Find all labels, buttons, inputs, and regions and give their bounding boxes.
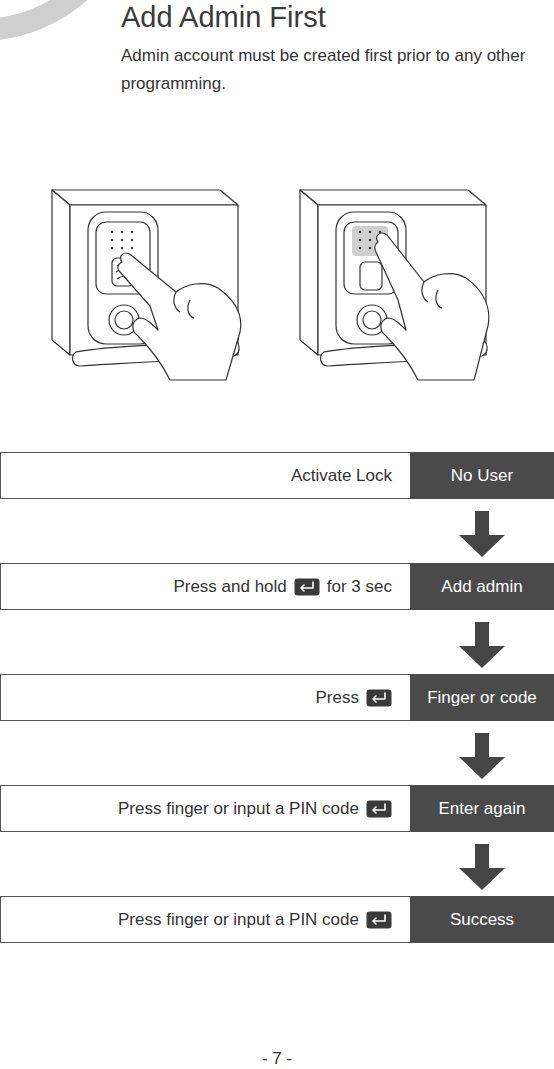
- instruction-text: Press finger or input a PIN code: [118, 799, 359, 819]
- hand-knuckles: [174, 292, 194, 318]
- intro-text: Admin account must be created first prio…: [121, 42, 541, 98]
- hand: [118, 253, 241, 380]
- status-box: Finger or code: [410, 674, 554, 721]
- keypad: [111, 231, 133, 249]
- status-box: Add admin: [410, 563, 554, 610]
- step-instruction: Activate Lock: [1, 453, 392, 498]
- step-instruction: Press and hold for 3 sec: [1, 564, 392, 609]
- hand-knuckles: [422, 282, 442, 308]
- instruction-text: Activate Lock: [291, 466, 392, 486]
- status-text: Add admin: [441, 577, 522, 597]
- lock-illustration: [300, 190, 489, 380]
- step-band: Activate Lock No User: [0, 452, 554, 499]
- hand: [375, 233, 489, 380]
- key-cylinder-inner: [363, 311, 381, 329]
- instruction-text: Press finger or input a PIN code: [118, 910, 359, 930]
- status-box: Success: [410, 896, 554, 943]
- key-cylinder-inner: [115, 311, 133, 329]
- status-box: Enter again: [410, 785, 554, 832]
- step-instruction: Press finger or input a PIN code: [1, 786, 392, 831]
- step-band: Press Finger or code: [0, 674, 554, 721]
- door-plate-side: [300, 190, 318, 355]
- enter-key-icon: [366, 689, 392, 707]
- status-text: Enter again: [439, 799, 526, 819]
- status-text: Success: [450, 910, 514, 930]
- lock-illustration: [52, 190, 241, 380]
- status-box: No User: [410, 452, 554, 499]
- step-instruction: Press finger or input a PIN code: [1, 897, 392, 942]
- flow-arrow: [459, 511, 505, 557]
- flow-arrow: [459, 622, 505, 668]
- instruction-text: for 3 sec: [327, 577, 392, 597]
- page-title: Add Admin First: [121, 0, 326, 34]
- flow-arrow: [459, 844, 505, 890]
- fingerprint-reader: [360, 262, 382, 290]
- step-band: Press finger or input a PIN code Enter ag…: [0, 785, 554, 832]
- status-text: Finger or code: [427, 688, 537, 708]
- flow-arrow: [459, 733, 505, 779]
- door-plate-top: [52, 190, 238, 205]
- door-plate-top: [300, 190, 486, 205]
- door-plate-side: [52, 190, 70, 355]
- step-instruction: Press: [1, 675, 392, 720]
- enter-key-icon: [366, 800, 392, 818]
- instruction-text: Press and hold: [173, 577, 286, 597]
- instruction-text: Press: [316, 688, 359, 708]
- status-text: No User: [451, 466, 513, 486]
- step-band: Press finger or input a PIN code Success: [0, 896, 554, 943]
- corner-arc: [0, 0, 130, 30]
- enter-key-icon: [294, 578, 320, 596]
- enter-key-icon: [366, 911, 392, 929]
- page-number: - 7 -: [0, 1049, 554, 1069]
- step-band: Press and hold for 3 sec Add admin: [0, 563, 554, 610]
